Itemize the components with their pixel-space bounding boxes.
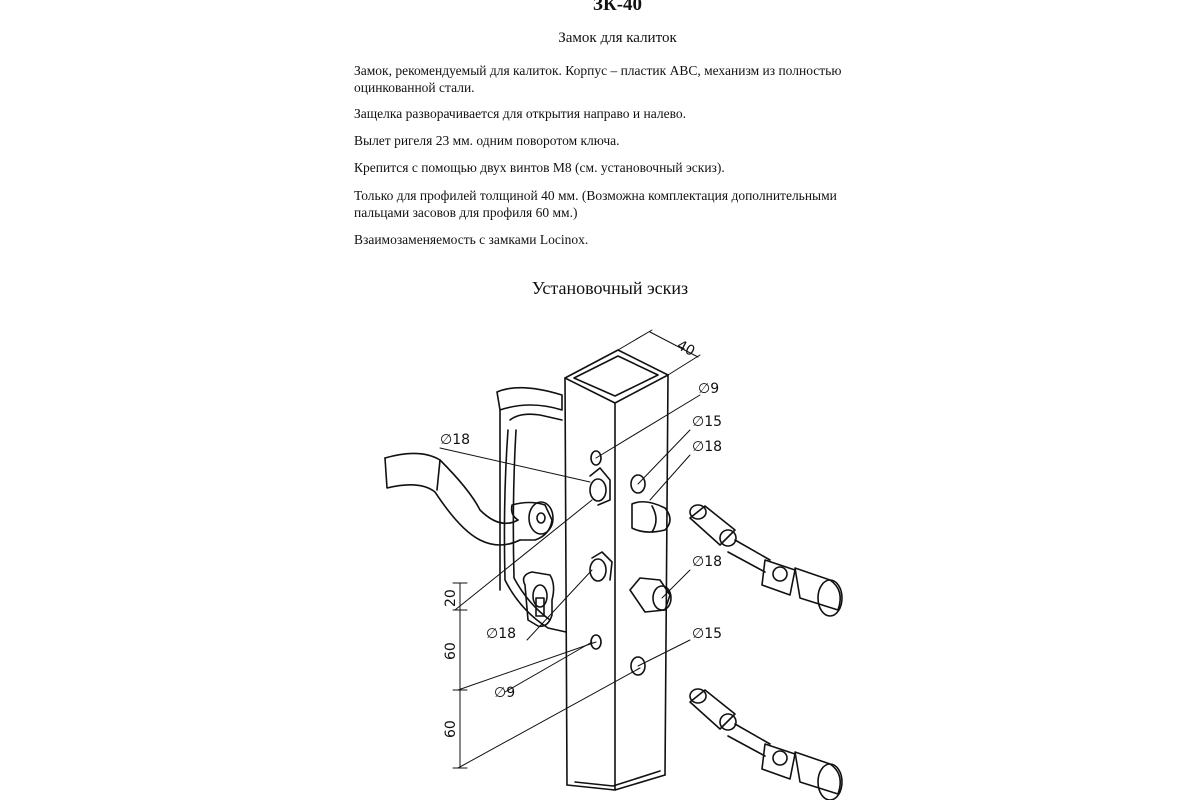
extension-pin-top — [689, 504, 843, 617]
cylinder — [522, 571, 555, 628]
paragraph-description: Замок, рекомендуемый для калиток. Корпус… — [354, 63, 842, 95]
paragraph-mounting: Крепится с помощью двух винтов М8 (см. у… — [354, 160, 725, 175]
lock-body — [496, 386, 567, 633]
dim-vertical-20: 20 — [443, 589, 459, 607]
drawing-title: Установочный эскиз — [531, 278, 689, 298]
extension-pin-bottom — [689, 688, 843, 800]
dim-hole-18-cylinder: ∅18 — [486, 626, 516, 642]
paragraph-profile: Только для профилей толщиной 40 мм. (Воз… — [354, 188, 837, 220]
dim-hole-9-top: ∅9 — [698, 381, 719, 397]
leader-lines — [439, 329, 701, 769]
document-subtitle: Замок для калиток — [558, 30, 677, 46]
lock-pins — [589, 467, 672, 613]
square-tube — [564, 349, 669, 791]
dim-hole-18-left: ∅18 — [440, 432, 470, 448]
dim-vertical-60-a: 60 — [443, 642, 459, 660]
dim-hole-15-bottom: ∅15 — [692, 626, 722, 642]
paragraph-compat: Взаимозаменяемость с замками Locinox. — [354, 232, 589, 247]
dim-profile-40: 40 — [674, 337, 697, 359]
lever-handle — [384, 452, 554, 546]
document-title: ЗК-40 — [592, 0, 643, 15]
dim-hole-18-latch: ∅18 — [692, 439, 722, 455]
dim-vertical-60-b: 60 — [443, 720, 459, 738]
dim-hole-15-top: ∅15 — [692, 414, 722, 430]
dim-hole-18-mid: ∅18 — [692, 554, 722, 570]
tube-holes — [590, 450, 646, 676]
paragraph-bolt: Вылет ригеля 23 мм. одним поворотом ключ… — [354, 133, 620, 148]
vertical-dimensions — [452, 582, 468, 769]
paragraph-latch: Защелка разворачивается для открытия нап… — [354, 106, 686, 121]
dim-hole-9-bottom: ∅9 — [494, 685, 515, 701]
